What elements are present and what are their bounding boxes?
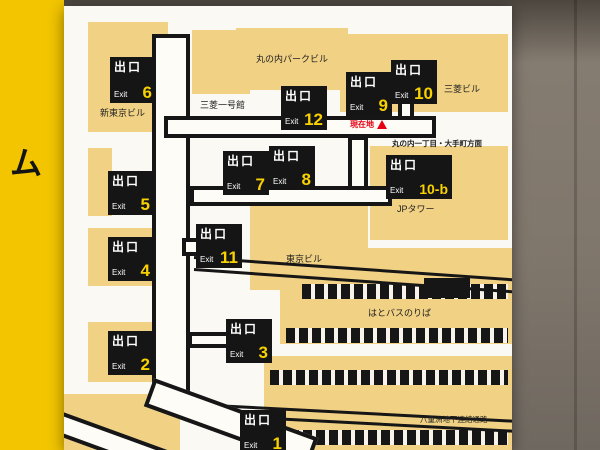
label-tokyo-building: 東京ビル xyxy=(286,254,323,264)
exit-sign-5: 出口 Exit 5 xyxy=(108,171,154,215)
exit-number: 4 xyxy=(140,260,150,280)
exit-number: 9 xyxy=(378,95,388,115)
exit-sign-1: 出口 Exit 1 xyxy=(240,410,286,450)
exit-sign-7: 出口 Exit 7 xyxy=(223,151,269,195)
exit-number: 6 xyxy=(142,82,152,102)
exit-en: Exit xyxy=(390,186,404,195)
label-marunouchi-park-building: 丸の内パークビル xyxy=(256,54,329,64)
exit-en: Exit xyxy=(114,90,128,99)
exit-en: Exit xyxy=(395,91,409,100)
exit-number: 3 xyxy=(258,342,268,362)
exit-kanji: 出口 xyxy=(273,149,302,163)
exit-kanji: 出口 xyxy=(350,75,379,89)
label-yaesu-underground-passage: 八重洲地下連結通路 xyxy=(420,415,488,424)
exit-kanji: 出口 xyxy=(112,334,141,348)
exit-sign-2: 出口 Exit 2 xyxy=(108,331,154,375)
label-direction-marunouchi-otemachi: 丸の内一丁目・大手町方面 xyxy=(392,139,482,148)
corridor-main-trunk xyxy=(152,34,190,400)
corridor-vertical-stub xyxy=(348,136,368,190)
exit-number: 10-b xyxy=(419,181,448,198)
exit-kanji: 出口 xyxy=(230,322,259,336)
exit-kanji: 出口 xyxy=(390,158,419,172)
current-location-marker: 現在地 xyxy=(350,120,387,129)
label-mitsubishi-ichigokan: 三菱一号館 xyxy=(200,100,246,110)
exit-en: Exit xyxy=(273,177,287,186)
exit-kanji: 出口 xyxy=(114,60,143,74)
exit-sign-10b: 出口 Exit 10-b xyxy=(386,155,452,199)
exit-kanji: 出口 xyxy=(200,227,229,241)
exit-en: Exit xyxy=(244,441,258,450)
current-location-label: 現在地 xyxy=(350,120,374,129)
exit-en: Exit xyxy=(230,350,244,359)
exit-number: 10 xyxy=(414,83,433,103)
exit-kanji: 出口 xyxy=(285,89,314,103)
wall-seam xyxy=(574,0,577,450)
exit-sign-9: 出口 Exit 9 xyxy=(346,72,392,116)
exit-en: Exit xyxy=(227,182,241,191)
exit-en: Exit xyxy=(200,255,214,264)
label-shin-tokyo-building: 新東京ビル xyxy=(100,108,146,118)
exit-sign-12: 出口 Exit 12 xyxy=(281,86,327,130)
track-bar-4 xyxy=(290,430,508,445)
exit-number: 12 xyxy=(304,109,323,129)
label-hato-bus-stop: はとバスのりば xyxy=(368,308,432,318)
exit-en: Exit xyxy=(112,268,126,277)
exit-sign-10: 出口 Exit 10 xyxy=(391,60,437,104)
exit-kanji: 出口 xyxy=(395,63,424,77)
exit-en: Exit xyxy=(112,362,126,371)
exit-number: 1 xyxy=(272,433,282,450)
exit-sign-8: 出口 Exit 8 xyxy=(269,146,315,190)
exit-en: Exit xyxy=(350,103,364,112)
exit-sign-11: 出口 Exit 11 xyxy=(196,224,242,268)
label-jp-tower: JPタワー xyxy=(397,204,435,214)
building-marunouchi-park xyxy=(236,28,348,90)
exit-number: 5 xyxy=(140,194,150,214)
side-strip-partial-text: ム xyxy=(10,145,43,181)
exit-kanji: 出口 xyxy=(244,413,273,427)
current-location-triangle-icon xyxy=(377,120,387,129)
exit-kanji: 出口 xyxy=(227,154,256,168)
exit-sign-6: 出口 Exit 6 xyxy=(110,57,156,103)
exit-number: 8 xyxy=(301,169,311,189)
exit-number: 2 xyxy=(140,354,150,374)
label-mitsubishi-building: 三菱ビル xyxy=(444,84,481,94)
exit-en: Exit xyxy=(112,202,126,211)
track-bar-3 xyxy=(270,370,508,385)
exit-sign-3: 出口 Exit 3 xyxy=(226,319,272,363)
exit-en: Exit xyxy=(285,117,299,126)
exit-kanji: 出口 xyxy=(112,240,141,254)
signboard-side-strip: ム xyxy=(0,0,64,450)
exit-number: 7 xyxy=(255,174,265,194)
exit-number: 11 xyxy=(220,247,238,267)
exit-kanji: 出口 xyxy=(112,174,141,188)
exit-sign-4: 出口 Exit 4 xyxy=(108,237,154,281)
track-bar-1 xyxy=(302,284,508,299)
track-bar-2 xyxy=(286,328,508,343)
